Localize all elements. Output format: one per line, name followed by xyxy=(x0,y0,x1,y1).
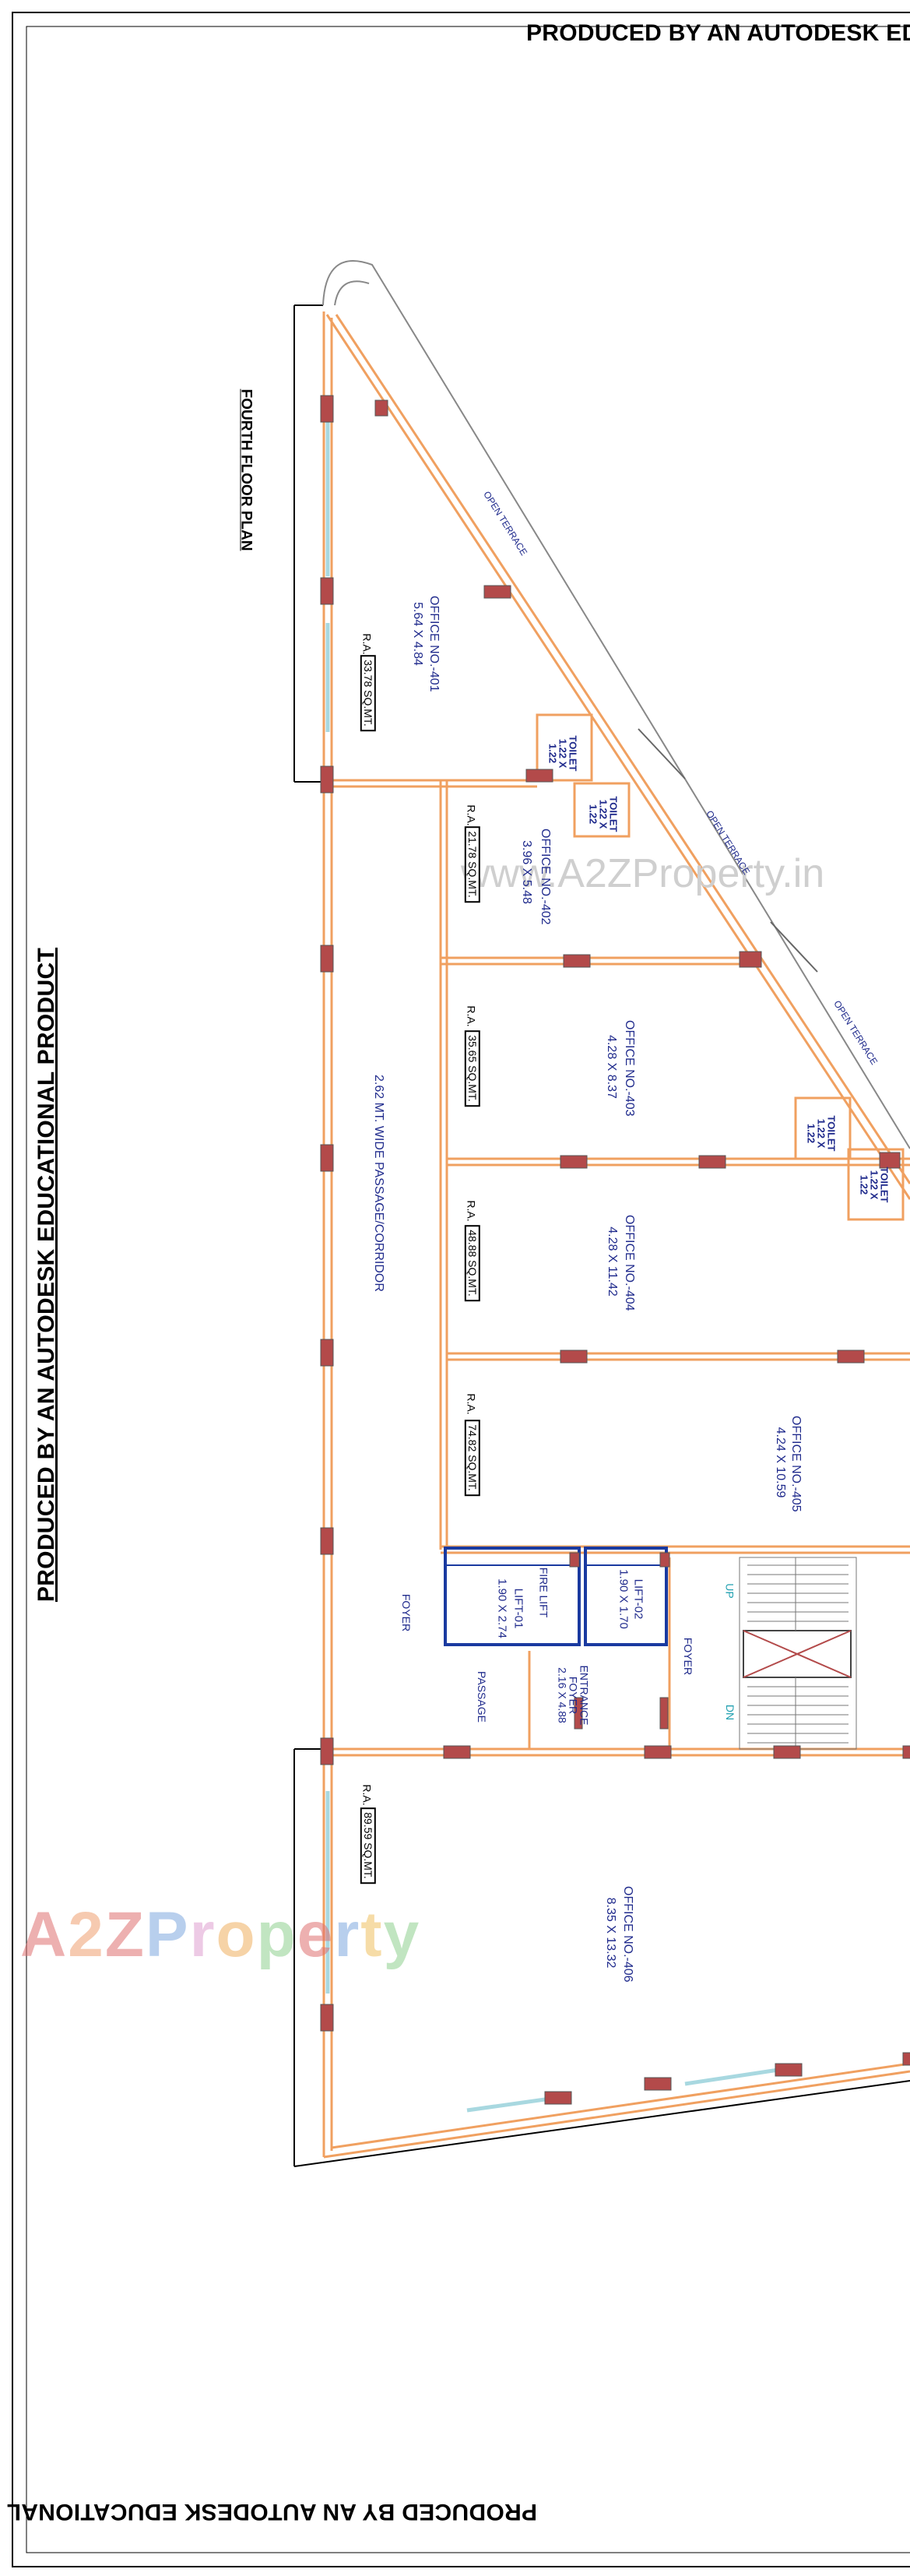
toilet-1-size-b: 1.22 xyxy=(546,743,559,764)
toilet-3: TOILET 1.22 X 1.22 xyxy=(805,1115,838,1152)
plan-title: FOURTH FLOOR PLAN xyxy=(237,389,255,551)
office-403-ra: R.A. xyxy=(465,1005,478,1027)
passage-label: PASSAGE xyxy=(475,1671,488,1723)
foyer-right-label: FOYER xyxy=(682,1637,695,1676)
office-402-area: 21.78 SQ.MT. xyxy=(464,826,480,903)
stair-down-label: DN xyxy=(724,1704,737,1721)
corridor-label: 2.62 MT. WIDE PASSAGE/CORRIDOR xyxy=(372,1075,385,1292)
office-402-ra: R.A. xyxy=(465,804,478,826)
toilet-2-name: TOILET xyxy=(607,796,620,832)
stair-up-label: UP xyxy=(723,1583,736,1599)
office-401-size: 5.64 X 4.84 xyxy=(411,602,424,666)
autodesk-stamp-bottom: PRODUCED BY AN AUTODESK EDUCATIONAL PROD… xyxy=(0,2499,537,2525)
office-406-ra: R.A. xyxy=(360,1784,374,1806)
toilet-2-size-b: 1.22 xyxy=(587,804,599,825)
staircase xyxy=(739,1557,857,1750)
office-402-size: 3.96 X 5.48 xyxy=(520,840,533,904)
toilet-4-size-a: 1.22 X xyxy=(868,1170,880,1200)
toilet-1-name: TOILET xyxy=(567,735,579,772)
autodesk-stamp-left: PRODUCED BY AN AUTODESK EDUCATIONAL PROD… xyxy=(33,947,59,1603)
building-outline xyxy=(293,304,910,2167)
entrance-line1: ENTRANCE xyxy=(578,1665,591,1726)
office-403-size: 4.28 X 8.37 xyxy=(605,1035,618,1099)
toilet-2: TOILET 1.22 X 1.22 xyxy=(587,796,620,832)
lift-01-size: 1.90 X 2.74 xyxy=(495,1578,509,1638)
entrance-line2: FOYER xyxy=(567,1676,580,1715)
toilet-1: TOILET 1.22 X 1.22 xyxy=(546,735,579,772)
entrance-line3: 2.16 X 4.88 xyxy=(556,1667,569,1723)
office-405-size: 4.24 X 10.59 xyxy=(774,1427,787,1498)
office-406-area: 89.59 SQ.MT. xyxy=(360,1807,376,1884)
toilet-2-size-a: 1.22 X xyxy=(597,799,610,829)
toilet-4-name: TOILET xyxy=(878,1167,891,1203)
office-405-ra: R.A. xyxy=(465,1393,478,1415)
office-406-size: 8.35 X 13.32 xyxy=(604,1897,617,1969)
office-401-area: 33.78 SQ.MT. xyxy=(360,655,376,731)
office-402-name: OFFICE NO.-402 xyxy=(539,829,552,925)
office-405-area: 74.82 SQ.MT. xyxy=(464,1420,480,1496)
lift-02-size: 1.90 X 1.70 xyxy=(617,1569,631,1629)
a2z-logo: A2Z Property xyxy=(20,1899,421,1970)
lift-02-name: LIFT-02 xyxy=(631,1578,645,1620)
office-404-size: 4.28 X 11.42 xyxy=(606,1226,619,1297)
entrance-foyer: ENTRANCE FOYER 2.16 X 4.88 xyxy=(556,1665,591,1726)
terrace-rail xyxy=(322,260,910,1149)
office-404-ra: R.A. xyxy=(465,1200,478,1222)
fire-lift-tag: FIRE LIFT xyxy=(537,1567,550,1618)
office-405-name: OFFICE NO.-405 xyxy=(789,1416,803,1512)
toilet-4-size-b: 1.22 xyxy=(858,1174,870,1195)
toilet-1-size-a: 1.22 X xyxy=(557,738,569,769)
office-404-name: OFFICE NO.-404 xyxy=(623,1215,636,1311)
office-403-area: 35.65 SQ.MT. xyxy=(464,1030,480,1107)
lift-01-name: LIFT-01 xyxy=(511,1588,525,1629)
office-404-area: 48.88 SQ.MT. xyxy=(464,1225,480,1301)
lift-shafts xyxy=(444,1547,668,1646)
foyer-left-label: FOYER xyxy=(400,1593,413,1632)
toilet-3-size-a: 1.22 X xyxy=(815,1118,827,1149)
office-401-name: OFFICE NO.-401 xyxy=(427,596,441,692)
toilet-3-size-b: 1.22 xyxy=(805,1123,817,1144)
office-406-name: OFFICE NO.-406 xyxy=(621,1886,634,1983)
autodesk-stamp-top: PRODUCED BY AN AUTODESK EDUCATIONAL PROD… xyxy=(526,20,910,46)
office-403-name: OFFICE NO.-403 xyxy=(623,1020,636,1117)
toilet-3-name: TOILET xyxy=(825,1115,838,1152)
columns xyxy=(320,395,910,2105)
glazing xyxy=(325,421,779,2113)
watermark: www.A2ZProperty.in xyxy=(461,851,825,896)
toilet-4: TOILET 1.22 X 1.22 xyxy=(858,1167,891,1203)
office-401-ra: R.A. xyxy=(360,633,374,655)
